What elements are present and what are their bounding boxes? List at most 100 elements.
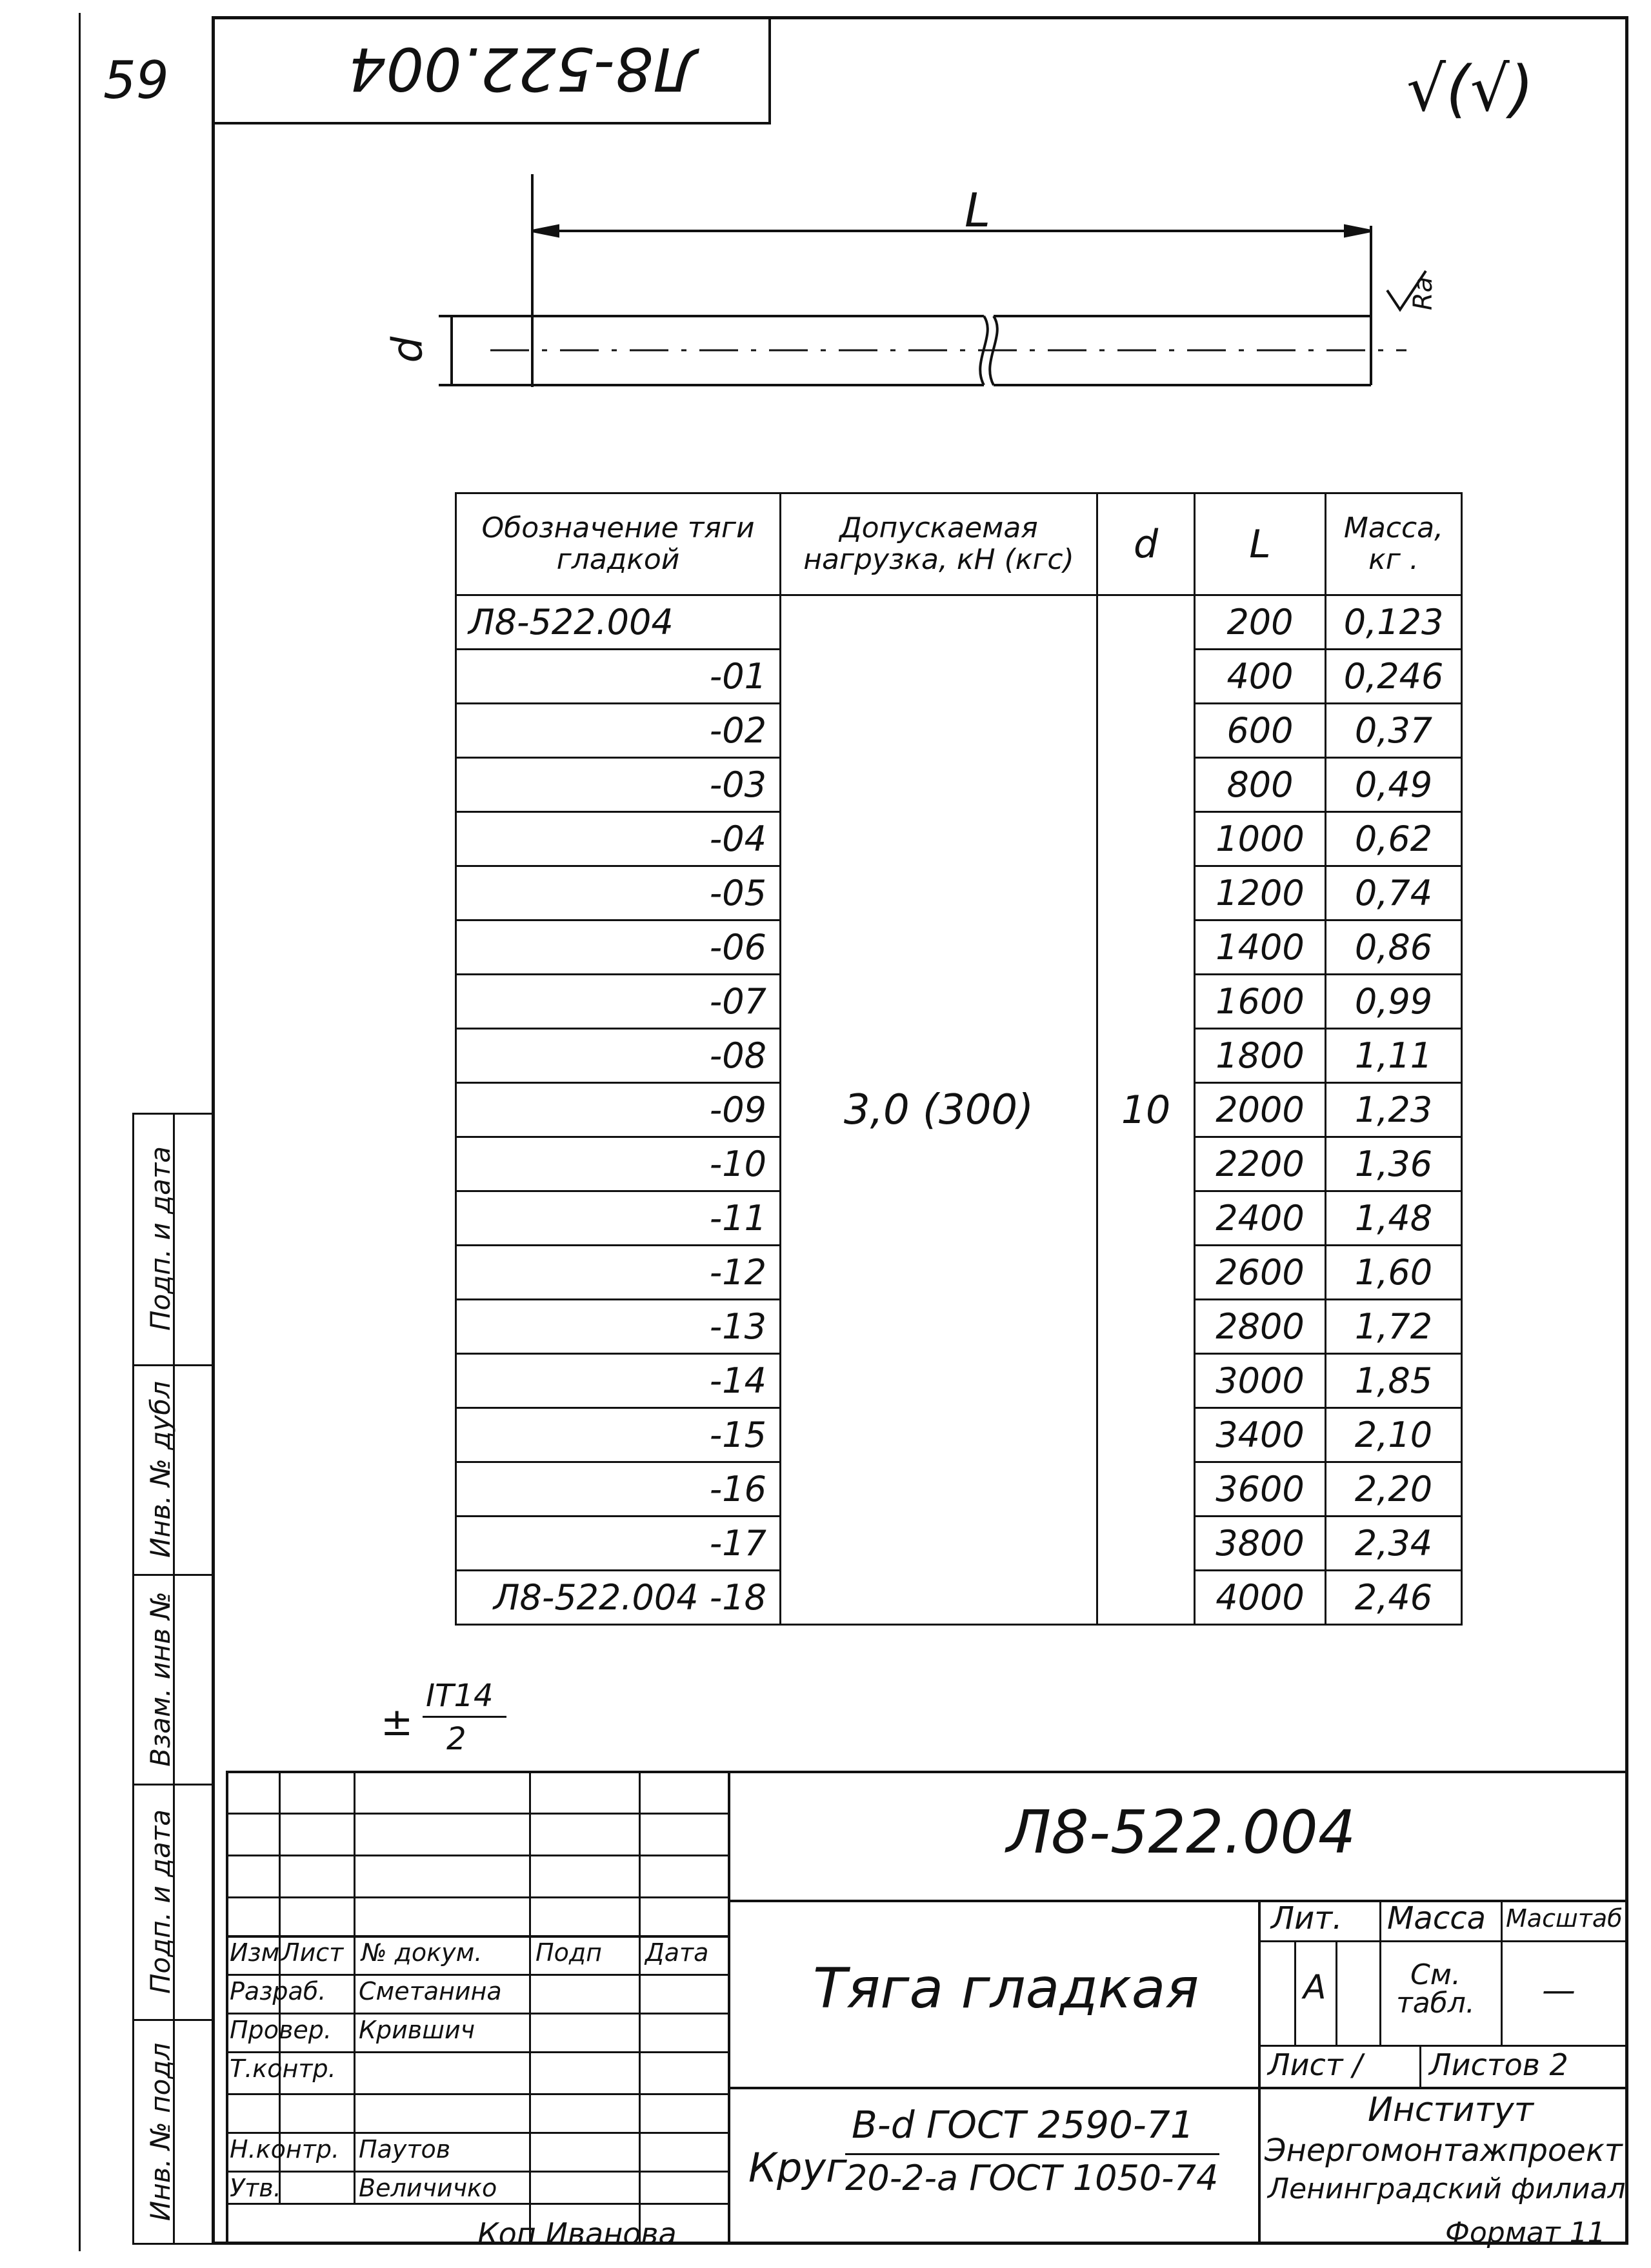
row-length: 2000 [1194, 1082, 1326, 1138]
org-line2: Энергомонтажпроект [1265, 2133, 1623, 2169]
grid-line [1336, 1940, 1337, 2045]
row-mass: 0,123 [1325, 594, 1463, 650]
roughness-mark: Ra [1408, 276, 1439, 311]
stamp-col-header: Изм [230, 1938, 280, 1967]
stamp-row-line [226, 2132, 728, 2134]
stamp-name: Крившич [359, 2016, 475, 2044]
page-number: 59 [103, 50, 169, 110]
specification-table: Обозначение тяги гладкой Допускаемая наг… [455, 492, 1463, 1626]
row-designation: Л8-522.004 [455, 594, 781, 650]
d-value: 10 [1096, 594, 1196, 1626]
row-mass: 0,62 [1325, 811, 1463, 867]
row-length: 800 [1194, 757, 1326, 813]
grid-line [1501, 1900, 1503, 2045]
stamp-name: Сметанина [359, 1977, 502, 2005]
tolerance-numerator: IT14 [426, 1678, 494, 1714]
roughness-symbol: √(√) [1406, 53, 1534, 125]
row-designation: -13 [455, 1298, 781, 1355]
row-length: 1600 [1194, 973, 1326, 1030]
row-designation: -14 [455, 1353, 781, 1409]
row-designation: -08 [455, 1028, 781, 1084]
dim-length-label: L [965, 183, 991, 237]
tolerance-denominator: 2 [446, 1721, 466, 1757]
row-designation: -09 [455, 1082, 781, 1138]
header-mass: Масса, кг . [1325, 492, 1463, 596]
tolerance-sign: ± [381, 1700, 414, 1745]
stamp-row-line [226, 2051, 728, 2053]
row-designation: -16 [455, 1461, 781, 1517]
row-mass: 1,36 [1325, 1136, 1463, 1192]
row-mass: 1,23 [1325, 1082, 1463, 1138]
row-designation: -10 [455, 1136, 781, 1192]
grid-line [728, 1771, 730, 2245]
grid-line [1379, 1900, 1381, 2045]
row-mass: 1,11 [1325, 1028, 1463, 1084]
grid-line [639, 1771, 641, 2245]
row-length: 3600 [1194, 1461, 1326, 1517]
stamp-col-header: Лист [281, 1938, 344, 1967]
row-mass: 0,86 [1325, 919, 1463, 975]
mass-value: См. табл. [1396, 1958, 1475, 2020]
title-block [226, 1771, 1628, 2245]
grid-line [1419, 2045, 1421, 2087]
row-designation: Л8-522.004 -18 [455, 1569, 781, 1626]
row-mass: 0,246 [1325, 648, 1463, 704]
row-length: 1800 [1194, 1028, 1326, 1084]
material-top: В-d ГОСТ 2590-71 [852, 2103, 1194, 2147]
row-length: 1200 [1194, 865, 1326, 921]
header-designation: Обозначение тяги гладкой [455, 492, 781, 596]
scale-value: — [1542, 1971, 1576, 2010]
row-length: 200 [1194, 594, 1326, 650]
grid-line [1258, 1900, 1261, 2087]
row-mass: 2,20 [1325, 1461, 1463, 1517]
row-length: 3000 [1194, 1353, 1326, 1409]
dim-diameter-label: d [384, 336, 432, 363]
row-designation: -03 [455, 757, 781, 813]
row-designation: -05 [455, 865, 781, 921]
title-doc-number: Л8-522.004 [1006, 1798, 1356, 1867]
mass-label: Масса [1387, 1900, 1486, 1936]
row-mass: 1,85 [1325, 1353, 1463, 1409]
top-code-box [212, 16, 771, 124]
side-margin-inner-line [173, 1113, 175, 2245]
row-mass: 0,74 [1325, 865, 1463, 921]
grid-line [529, 1771, 531, 2245]
grid-line [728, 2087, 1628, 2089]
stamp-row-line [226, 2203, 728, 2205]
row-designation: -01 [455, 648, 781, 704]
stamp-col-header: № докум. [361, 1938, 483, 1967]
grid-line [1258, 2087, 1261, 2245]
row-length: 3800 [1194, 1515, 1326, 1571]
table-header-row: Обозначение тяги гладкой Допускаемая наг… [455, 492, 1463, 596]
stamp-row-line [226, 2013, 728, 2014]
row-designation: -02 [455, 702, 781, 759]
material-bottom: 20-2-а ГОСТ 1050-74 [845, 2158, 1219, 2198]
row-designation: -12 [455, 1244, 781, 1300]
stamp-row-line [226, 1813, 728, 1815]
grid-line [1294, 1940, 1296, 2045]
grid-line [1258, 2045, 1628, 2047]
stamp-col-header: Дата [645, 1938, 709, 1967]
stamp-name: Паутов [359, 2135, 451, 2164]
side-margin-label: Подп. и дата [145, 1146, 176, 1331]
scale-label: Масштаб [1506, 1904, 1623, 1933]
material-fraction-bar [845, 2153, 1219, 2155]
sheet-label: Лист / [1268, 2047, 1363, 2082]
header-load: Допускаемая нагрузка, кН (кгс) [779, 492, 1098, 596]
row-designation: -07 [455, 973, 781, 1030]
stamp-row-line [226, 2171, 728, 2173]
row-mass: 1,60 [1325, 1244, 1463, 1300]
stamp-row-line [226, 2093, 728, 2095]
